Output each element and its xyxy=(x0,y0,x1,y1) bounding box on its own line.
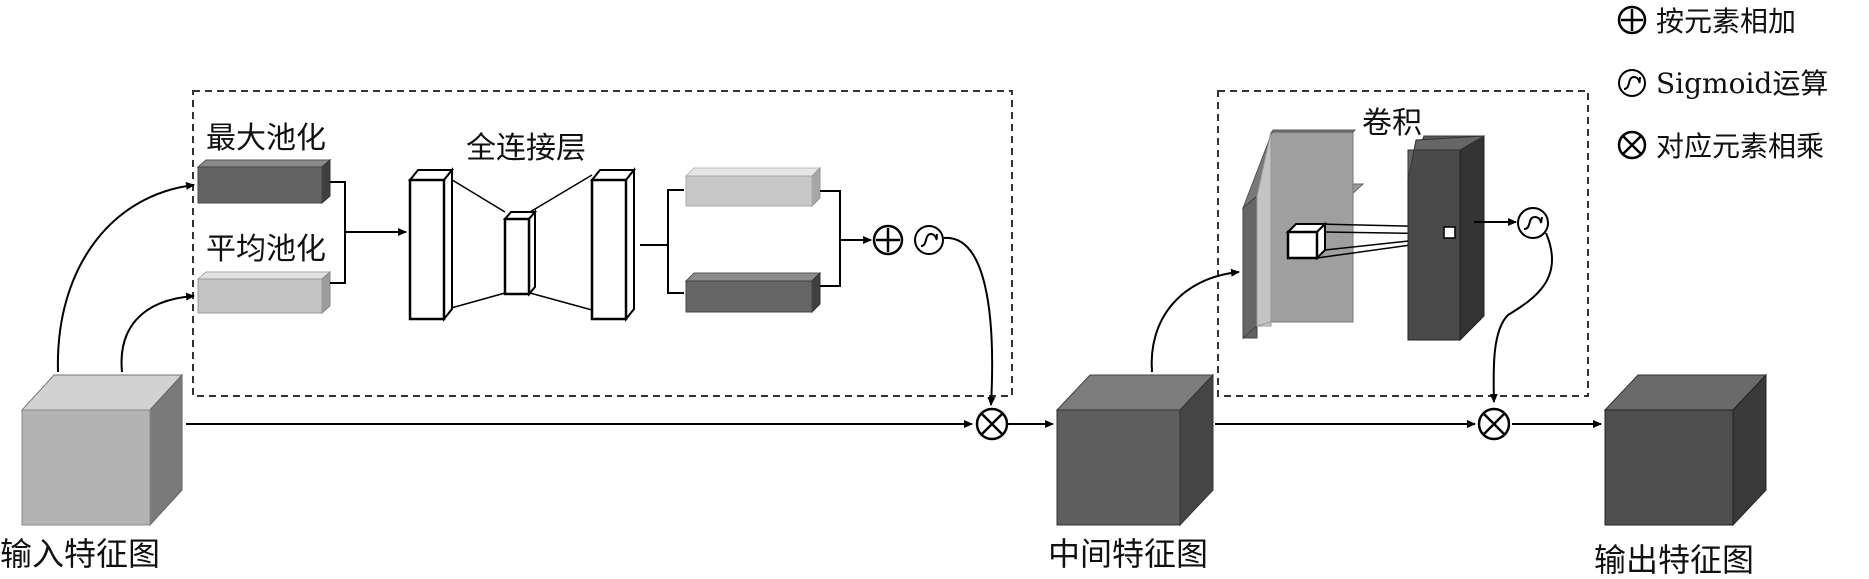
avg-pool-label: 平均池化 xyxy=(206,232,326,267)
output-feature-cube xyxy=(1603,373,1768,527)
input-feature-label: 输入特征图 xyxy=(0,535,160,573)
conv-input-feature xyxy=(1241,129,1365,340)
middle-feature-cube xyxy=(1055,373,1215,527)
input-to-maxpool-curve xyxy=(56,181,195,373)
fc-output-bar-dark xyxy=(684,271,822,314)
channel-to-multiply-curve xyxy=(943,236,996,406)
max-pool-bar xyxy=(196,158,332,205)
spatial-attention-box xyxy=(1217,90,1589,397)
sigmoid-symbol-channel xyxy=(914,225,944,255)
legend-add-icon xyxy=(1617,5,1647,35)
fc-fork-bracket xyxy=(667,189,684,294)
channel-attention-box xyxy=(192,90,1013,397)
sigmoid-symbol-spatial xyxy=(1517,207,1549,239)
pool-bracket xyxy=(330,181,346,284)
legend-add-label: 按元素相加 xyxy=(1656,5,1796,38)
input-to-avgpool-curve xyxy=(120,292,195,373)
fc-layer-shape xyxy=(407,167,637,322)
middle-feature-label: 中间特征图 xyxy=(1048,535,1208,573)
legend-sigmoid-label: Sigmoid运算 xyxy=(1656,67,1828,100)
conv-label: 卷积 xyxy=(1362,106,1422,141)
legend-sigmoid-icon xyxy=(1618,69,1646,97)
conv-output-feature xyxy=(1407,135,1485,342)
fc-output-bar-light xyxy=(684,166,822,208)
legend: 按元素相加 Sigmoid运算 对应元素相乘 xyxy=(1617,5,1828,163)
multiply-symbol-1 xyxy=(975,407,1009,441)
add-bracket xyxy=(820,190,841,287)
add-symbol xyxy=(872,224,904,256)
conv-kernel-cube xyxy=(1285,221,1328,261)
legend-multiply-label: 对应元素相乘 xyxy=(1656,130,1824,163)
avg-pool-bar xyxy=(196,270,332,315)
spatial-to-multiply-curve xyxy=(1489,232,1553,403)
input-feature-cube xyxy=(20,373,184,527)
fc-layer-label: 全连接层 xyxy=(466,131,586,166)
multiply-symbol-2 xyxy=(1477,407,1511,441)
middle-to-conv-curve xyxy=(1150,268,1240,373)
output-feature-label: 输出特征图 xyxy=(1594,541,1754,579)
max-pool-label: 最大池化 xyxy=(206,121,326,156)
legend-multiply-icon xyxy=(1617,130,1647,160)
